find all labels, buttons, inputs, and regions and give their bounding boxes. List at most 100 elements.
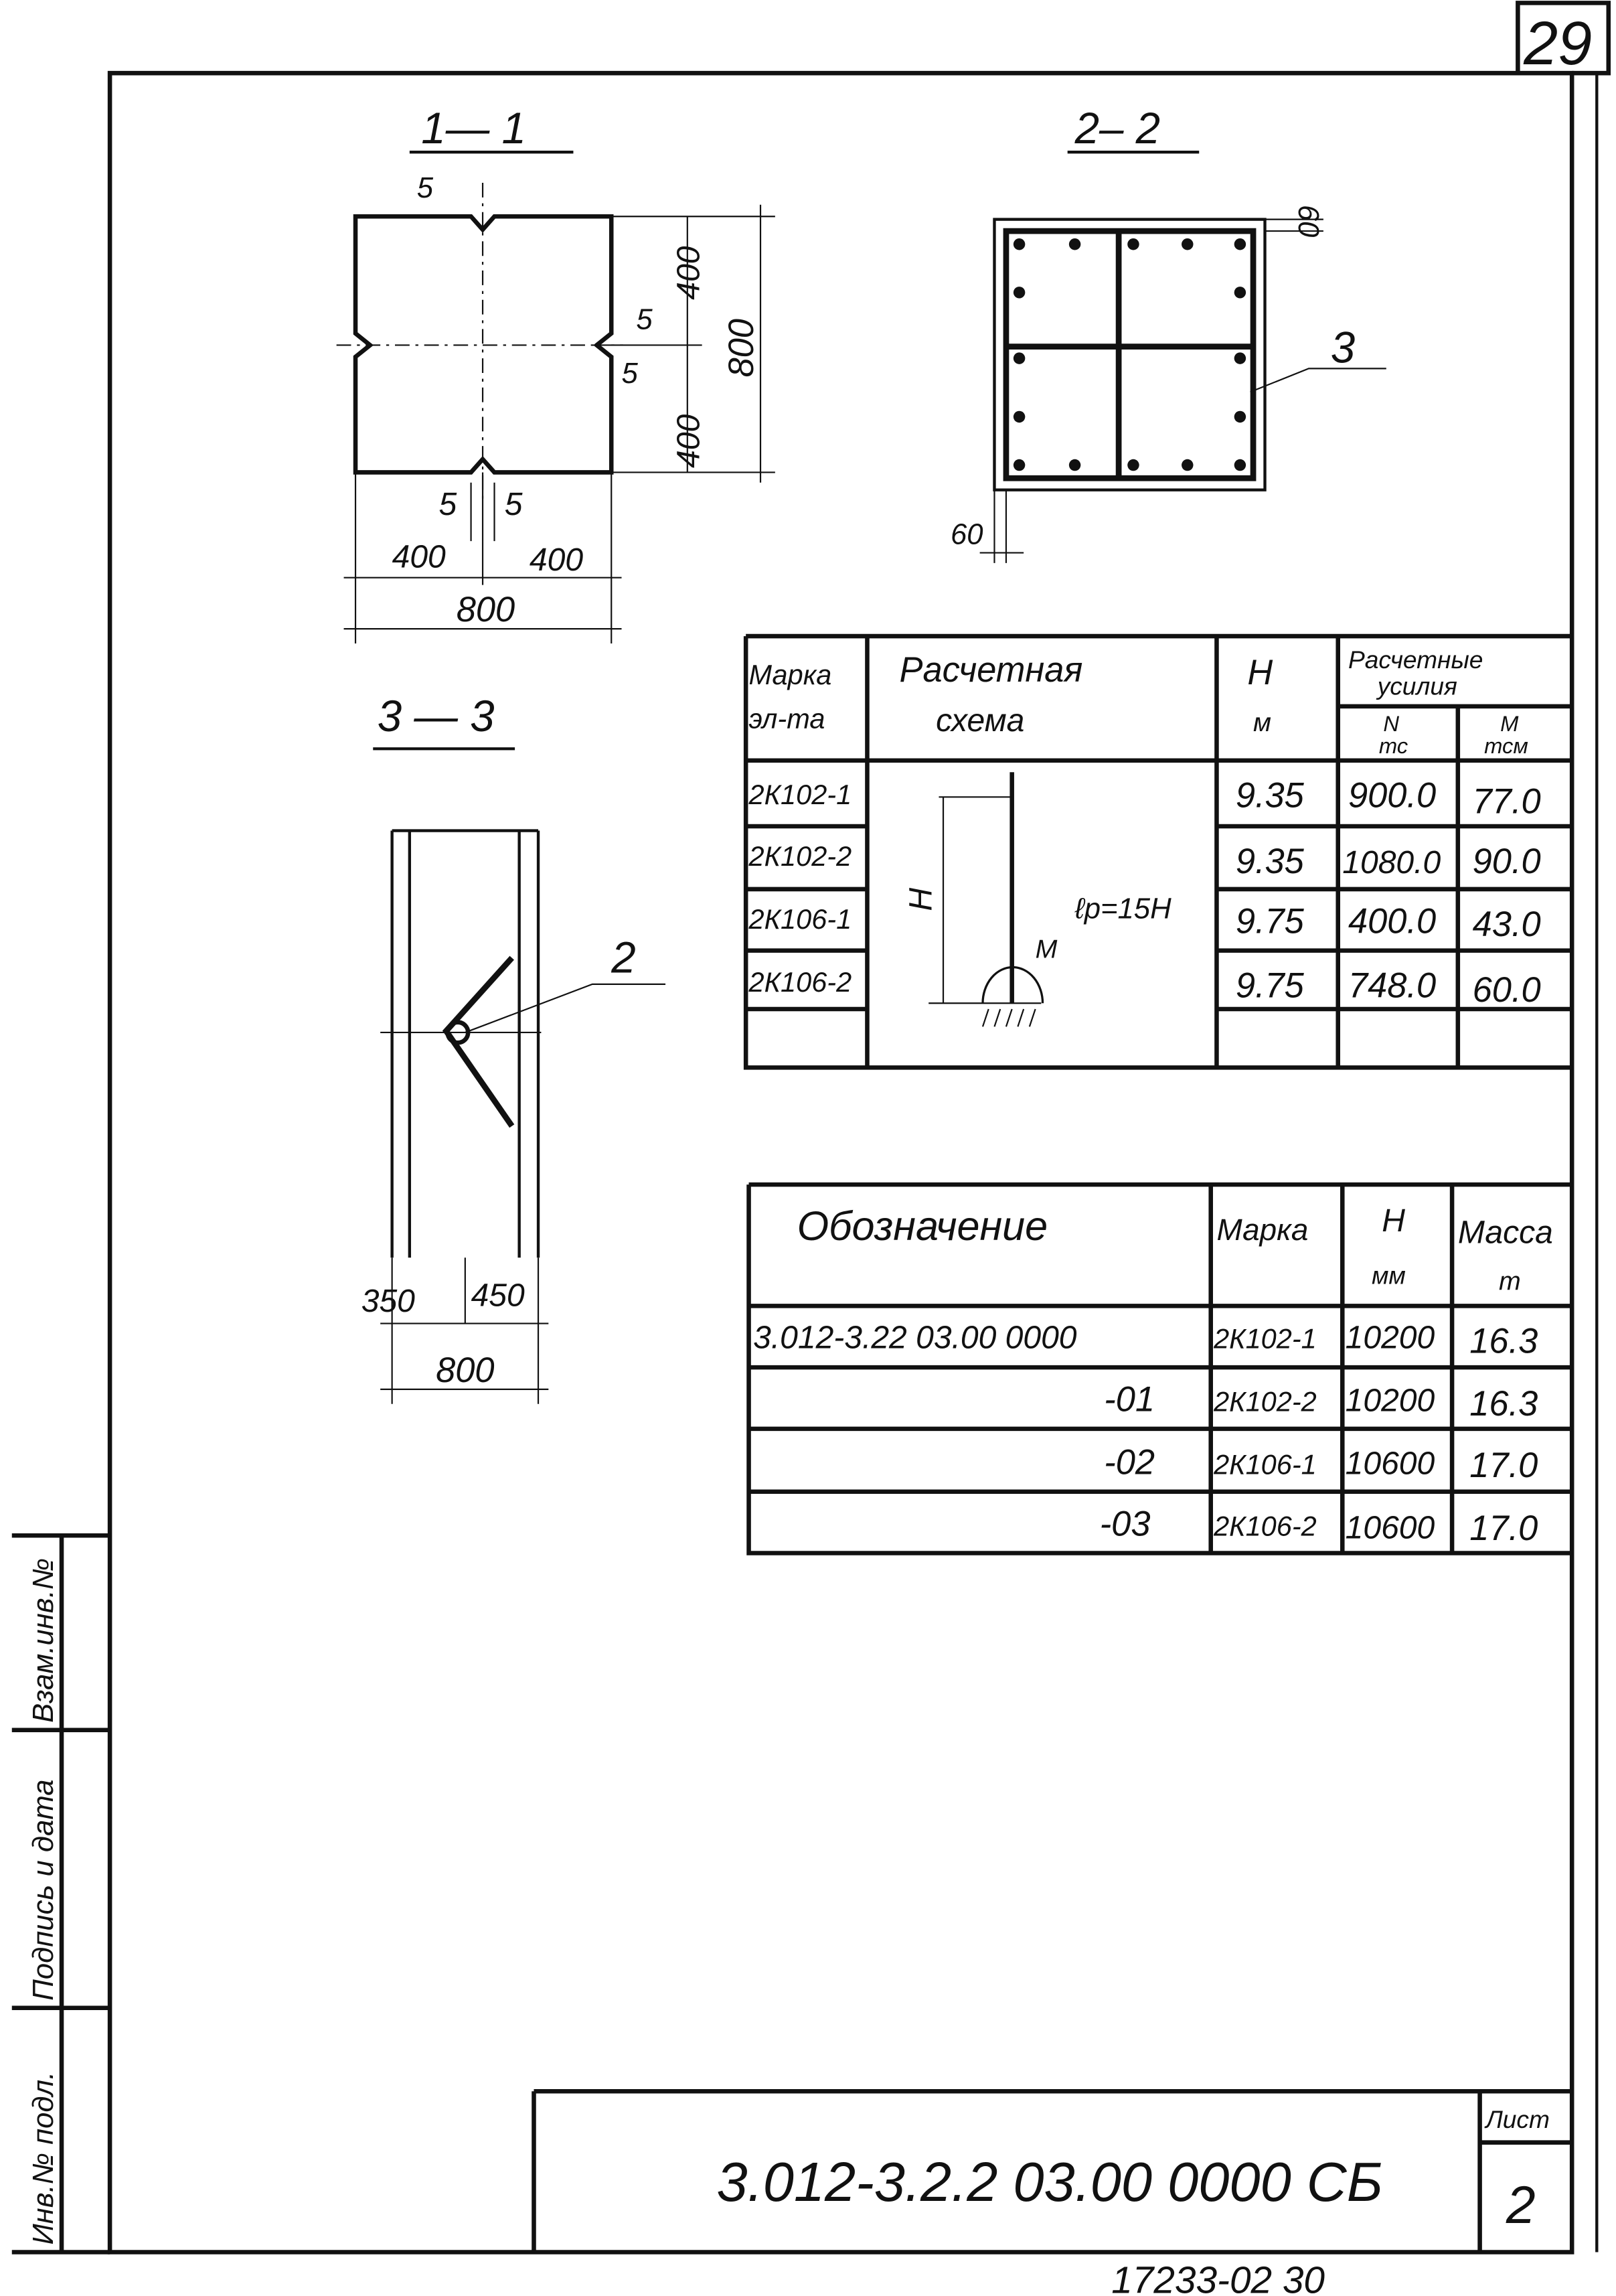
- cell-mass: 16.3: [1469, 1385, 1538, 1424]
- cell-designation: -03: [1100, 1505, 1151, 1543]
- title-block: 3.012-3.2.2 03.00 0000 СБ Лист 2: [532, 2088, 1572, 2252]
- header-mass: т: [1499, 1266, 1521, 1296]
- cell-n: 1080.0: [1342, 845, 1441, 881]
- dim-label: 5: [505, 487, 523, 522]
- section-1-1: 1— 1 5 400 800 5 5 5 5 400 400 400 800: [336, 104, 775, 643]
- cell-n: 900.0: [1348, 777, 1436, 816]
- header-h: H: [1382, 1203, 1405, 1239]
- cell-h: 9.75: [1236, 967, 1305, 1006]
- rebar-dots: [1013, 238, 1246, 471]
- dim-label: 400: [392, 539, 446, 575]
- cell-h: 10600: [1346, 1446, 1435, 1482]
- header-h: м: [1253, 708, 1271, 737]
- section-3-3: 3 — 3 350 450 800 2: [361, 692, 666, 1404]
- dim-label: 60: [1292, 205, 1325, 238]
- header-mark: эл-та: [749, 703, 825, 735]
- header-m: M: [1500, 711, 1519, 736]
- dim-label: 800: [722, 319, 761, 377]
- table-row: 2К102-2 9.35 1080.0 90.0: [748, 840, 1541, 881]
- cell-h: 9.35: [1236, 777, 1305, 816]
- dim-label: 400: [671, 246, 706, 299]
- header-n: N: [1383, 711, 1399, 736]
- scheme-lp-label: ℓp=15H: [1074, 893, 1171, 925]
- cell-mass: 17.0: [1469, 1509, 1538, 1548]
- dim-label: 400: [671, 414, 706, 467]
- sheet-corner-number: 29: [1523, 9, 1592, 78]
- cell-mark: 2К102-2: [748, 840, 852, 872]
- cell-mass: 16.3: [1469, 1322, 1538, 1361]
- table-row: 2К106-1 9.75 400.0 43.0: [748, 902, 1541, 943]
- document-code: 3.012-3.2.2 03.00 0000 СБ: [716, 2151, 1382, 2213]
- sheet-frame: [107, 1, 1611, 2254]
- section-2-2: 2– 2 60 60 3: [951, 104, 1386, 563]
- cell-designation: -01: [1104, 1381, 1155, 1420]
- header-scheme: схема: [936, 703, 1024, 739]
- callout-2: 2: [611, 933, 635, 982]
- dim-label: 450: [471, 1278, 525, 1313]
- side-label-signature-date: Подпись и дата: [27, 1779, 60, 2000]
- header-mark: Марка: [1216, 1212, 1308, 1247]
- header-h: H: [1247, 654, 1273, 692]
- cell-designation: 3.012-3.22 03.00 0000: [753, 1320, 1077, 1356]
- header-scheme: Расчетная: [900, 651, 1083, 690]
- cell-m: 43.0: [1473, 905, 1541, 944]
- cell-mark: 2К102-1: [748, 779, 852, 810]
- side-strip: Взам.инв.№ Подпись и дата Инв.№ подл.: [11, 1533, 110, 2254]
- section-2-2-title: 2– 2: [1074, 104, 1161, 153]
- callout-3: 3: [1331, 323, 1355, 372]
- cell-h: 9.35: [1236, 842, 1305, 881]
- dim-label: 400: [530, 542, 583, 578]
- section-3-3-title: 3 — 3: [378, 692, 495, 741]
- cell-mass: 17.0: [1469, 1446, 1538, 1485]
- spec-table: Обозначение Марка H мм Масса т 3.012-3.2…: [746, 1182, 1572, 1555]
- cell-n: 400.0: [1348, 902, 1436, 941]
- cell-m: 60.0: [1473, 971, 1541, 1010]
- cell-h: 9.75: [1236, 902, 1305, 941]
- cell-mark: 2К102-1: [1213, 1323, 1317, 1355]
- cell-h: 10200: [1346, 1383, 1435, 1419]
- scheme-m-label: M: [1036, 935, 1058, 964]
- table-row: 2К102-1 9.35 900.0 77.0: [748, 777, 1541, 822]
- header-n: тс: [1379, 733, 1408, 758]
- dim-label: 5: [439, 487, 457, 522]
- cell-designation: -02: [1104, 1444, 1155, 1482]
- forces-table: Марка эл-та Расчетная схема H м Расчетны…: [743, 633, 1572, 1070]
- cell-m: 90.0: [1473, 842, 1541, 881]
- header-h: мм: [1372, 1261, 1406, 1290]
- header-m: тсм: [1484, 733, 1528, 758]
- table-row: -01 2К102-2 10200 16.3: [1104, 1381, 1538, 1424]
- sheet-number: 2: [1506, 2175, 1536, 2234]
- scheme-h-label: H: [904, 888, 939, 911]
- dim-label: 60: [951, 518, 983, 550]
- cell-mark: 2К106-2: [748, 966, 852, 998]
- cell-mark: 2К106-2: [1213, 1510, 1317, 1541]
- dim-label: 5: [417, 171, 434, 204]
- header-mark: Марка: [749, 659, 832, 690]
- table-row: 3.012-3.22 03.00 0000 2К102-1 10200 16.3: [753, 1320, 1538, 1361]
- footer-note: 17233-02 30: [1111, 2260, 1325, 2296]
- dim-label: 350: [361, 1284, 415, 1319]
- cell-mark: 2К106-1: [748, 903, 852, 935]
- sheet-label: Лист: [1484, 2105, 1550, 2133]
- dim-label: 5: [622, 357, 639, 390]
- cell-m: 77.0: [1473, 782, 1541, 821]
- table-row: -02 2К106-1 10600 17.0: [1104, 1444, 1538, 1485]
- cell-mark: 2К102-2: [1213, 1386, 1317, 1418]
- section-1-1-title: 1— 1: [421, 104, 526, 153]
- header-forces: Расчетные: [1348, 645, 1483, 674]
- table-row: 2К106-2 9.75 748.0 60.0: [748, 966, 1541, 1010]
- cell-h: 10600: [1346, 1511, 1435, 1546]
- header-mass: Масса: [1458, 1215, 1553, 1250]
- header-forces: усилия: [1376, 672, 1457, 700]
- cell-h: 10200: [1346, 1320, 1435, 1356]
- cell-mark: 2К106-1: [1213, 1449, 1317, 1480]
- table-row: -03 2К106-2 10600 17.0: [1100, 1505, 1538, 1548]
- side-label-original-inv: Инв.№ подл.: [27, 2072, 60, 2245]
- dim-label: 800: [457, 591, 515, 629]
- cell-n: 748.0: [1348, 967, 1436, 1006]
- side-label-replacement-inv: Взам.инв.№: [27, 1558, 60, 1723]
- design-scheme: H ℓp=15H M: [904, 772, 1171, 1027]
- dim-label: 5: [636, 303, 653, 335]
- header-designation: Обозначение: [797, 1203, 1048, 1249]
